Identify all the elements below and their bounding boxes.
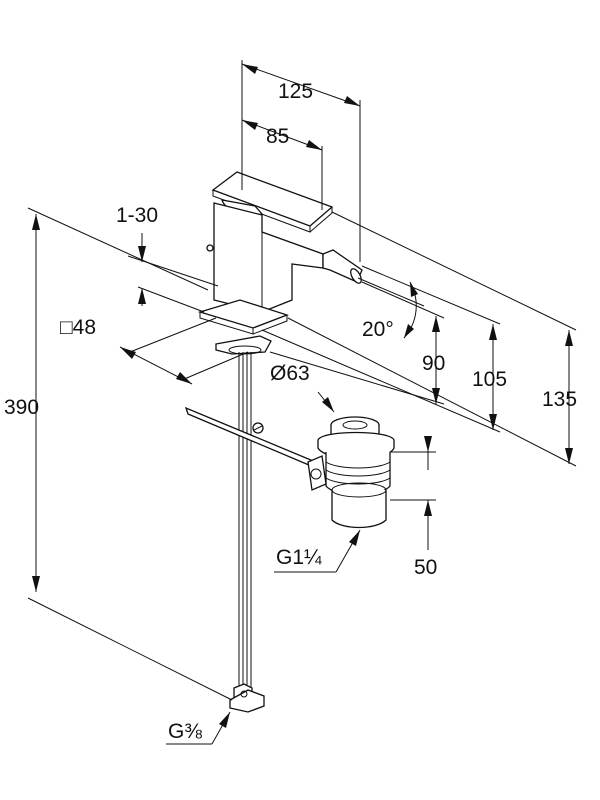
- dimension-lines: [27, 60, 577, 745]
- mounting-flange: [215, 335, 272, 355]
- hose-connector: [229, 689, 265, 713]
- thread-label-g3-8: G⅜: [168, 720, 202, 743]
- dim-label-125: 125: [278, 80, 313, 103]
- dim-label-390: 390: [4, 396, 39, 419]
- thread-label-g1-1-4: G1¼: [276, 546, 322, 569]
- dim-label-135: 135: [542, 388, 577, 411]
- dim-label-90: 90: [422, 352, 445, 375]
- dim-label-48: □48: [60, 316, 96, 339]
- dim-label-1-30: 1-30: [116, 204, 158, 227]
- dim-label-85: 85: [266, 125, 289, 148]
- waste-fitting: [307, 416, 395, 529]
- dim-label-105: 105: [472, 368, 507, 391]
- dim-label-20-degrees: 20°: [362, 318, 394, 341]
- dim-label-diameter-63: Ø63: [270, 362, 310, 385]
- dim-label-50: 50: [414, 556, 437, 579]
- supply-hoses: [229, 352, 265, 713]
- pop-up-rod: [184, 406, 319, 469]
- dimension-labels: 125 85 1-30 □48 390 20° 90 105 135 Ø63 5…: [4, 80, 577, 743]
- faucet-body: [197, 171, 363, 355]
